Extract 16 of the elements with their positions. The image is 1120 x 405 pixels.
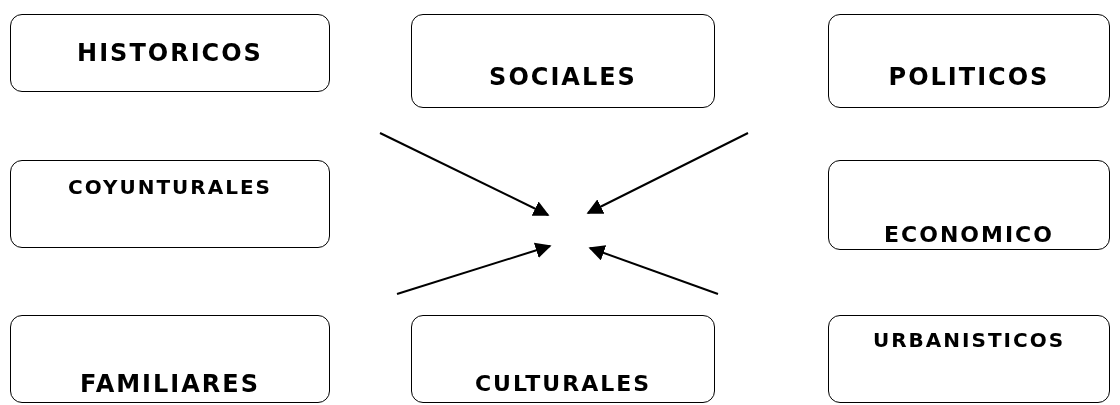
category-box xyxy=(828,14,1110,108)
category-label: FAMILIARES xyxy=(80,370,260,398)
category-label: SOCIALES xyxy=(489,63,637,91)
category-label: ECONOMICO xyxy=(884,222,1054,247)
category-label: COYUNTURALES xyxy=(68,175,272,199)
category-box xyxy=(10,160,330,248)
category-box xyxy=(828,160,1110,250)
category-label: URBANISTICOS xyxy=(872,328,1066,352)
category-box xyxy=(411,14,715,108)
category-box xyxy=(411,315,715,403)
category-label: CULTURALES xyxy=(474,371,652,396)
category-box xyxy=(10,14,330,92)
category-label: HISTORICOS xyxy=(77,39,263,67)
category-box xyxy=(828,315,1110,403)
category-label: POLITICOS xyxy=(888,63,1050,91)
category-box xyxy=(10,315,330,403)
